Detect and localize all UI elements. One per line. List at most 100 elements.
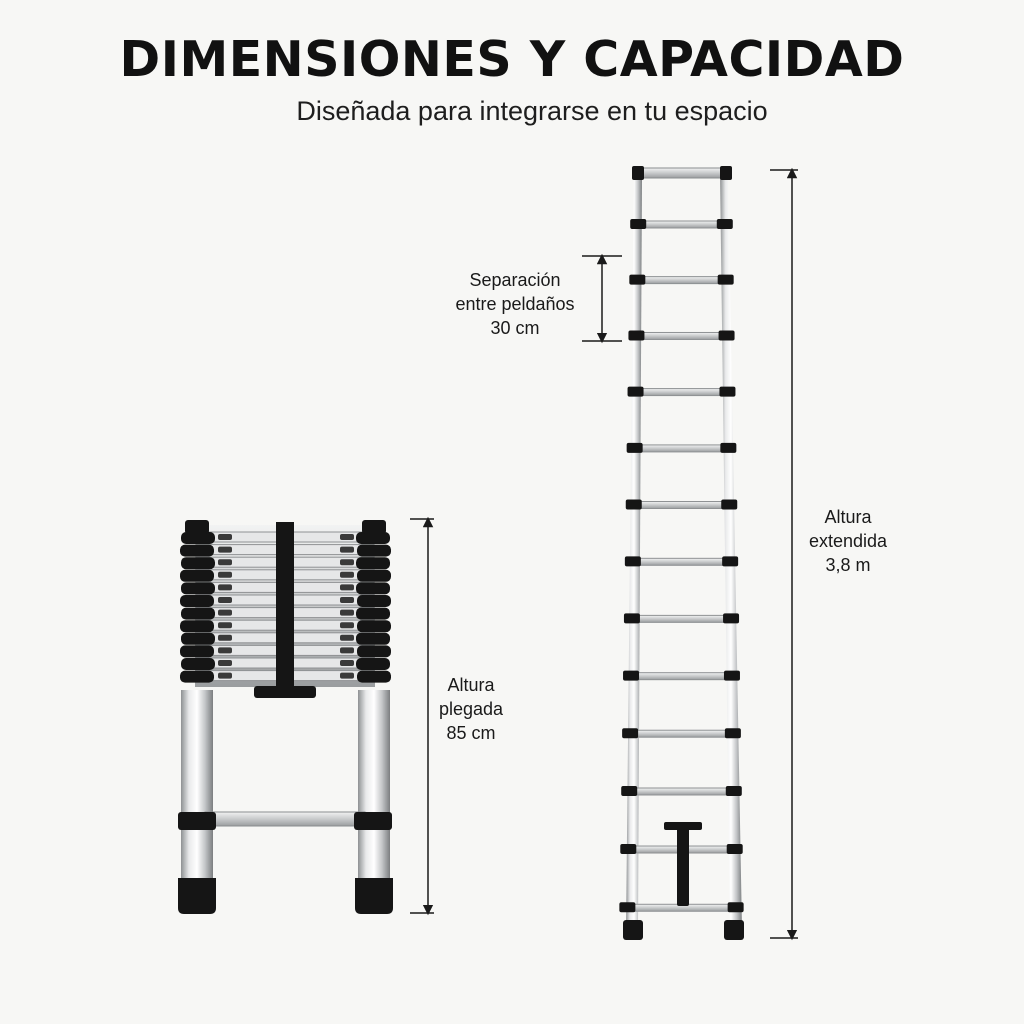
folded-rung-collar-left bbox=[181, 658, 215, 670]
extended-rung-collar-left bbox=[630, 219, 647, 229]
extended-rung-collar-right bbox=[721, 499, 738, 510]
extended-ladder-top-cap-right bbox=[720, 166, 732, 180]
extended-rung bbox=[639, 276, 723, 285]
page-subtitle: Diseñada para integrarse en tu espacio bbox=[296, 96, 768, 126]
folded-rung-collar-right bbox=[357, 544, 391, 557]
folded-height-label-line1: Altura bbox=[447, 675, 495, 695]
folded-height-label-line2: plegada bbox=[438, 699, 504, 719]
folded-rung-slot-right bbox=[340, 660, 354, 666]
folded-rung-slot-left bbox=[218, 672, 232, 679]
extended-rung bbox=[636, 501, 726, 509]
extended-ladder-left-rail bbox=[626, 174, 642, 930]
extended-ladder-rungs bbox=[619, 219, 744, 913]
extended-rung-collar-left bbox=[624, 556, 641, 567]
folded-rung-slot-left bbox=[218, 634, 232, 641]
extended-rung bbox=[634, 614, 728, 623]
folded-rung-collar-right bbox=[356, 607, 390, 620]
extended-ladder-right-foot bbox=[724, 920, 744, 940]
folded-ladder-handle bbox=[254, 686, 316, 698]
folded-rung-collar-right bbox=[356, 532, 390, 544]
extended-rung bbox=[631, 787, 731, 796]
folded-rung-slot-right bbox=[340, 634, 354, 641]
folded-rung-collar-right bbox=[357, 670, 391, 683]
extended-rung-collar-left bbox=[623, 670, 640, 681]
folded-rung-slot-right bbox=[340, 534, 354, 540]
extended-rung-collar-left bbox=[627, 386, 644, 397]
folded-rung-slot-left bbox=[218, 546, 232, 553]
folded-rung-slot-left bbox=[218, 584, 232, 591]
extended-ladder-strap-top bbox=[664, 822, 702, 830]
rung-spacing-label: Separación entre peldaños 30 cm bbox=[432, 268, 598, 340]
extended-rung-collar-right bbox=[716, 219, 733, 229]
extended-rung-collar-right bbox=[720, 442, 737, 453]
folded-rung-slot-right bbox=[340, 546, 354, 553]
extended-rung-collar-right bbox=[717, 274, 734, 285]
folded-ladder-top-cap-left bbox=[185, 520, 209, 534]
folded-rung-slot-right bbox=[340, 609, 354, 616]
folded-ladder-right-tube bbox=[358, 690, 390, 890]
extended-ladder-right-rail bbox=[720, 174, 742, 930]
folded-rung-collar-left bbox=[180, 670, 214, 683]
extended-rung bbox=[635, 557, 727, 566]
extended-rung bbox=[633, 672, 729, 681]
folded-rung-collar-left bbox=[180, 645, 214, 658]
extended-ladder-top-cap-left bbox=[632, 166, 644, 180]
folded-rung-collar-left bbox=[181, 582, 215, 595]
rung-spacing-value: 30 cm bbox=[490, 318, 540, 338]
extended-ladder bbox=[619, 166, 744, 940]
folded-rung-collar-left bbox=[181, 607, 215, 620]
folded-rung-collar-right bbox=[357, 595, 391, 607]
extended-ladder-strap bbox=[677, 826, 689, 906]
folded-rung-collar-left bbox=[181, 632, 215, 645]
extended-rung-collar-left bbox=[622, 728, 639, 739]
folded-ladder-left-tube bbox=[181, 690, 213, 890]
folded-height-label: Altura plegada 85 cm bbox=[424, 673, 518, 745]
folded-ladder-top-cap-right bbox=[362, 520, 386, 534]
folded-rung-slot-right bbox=[340, 571, 354, 578]
folded-rung-collar-left bbox=[181, 557, 215, 570]
folded-ladder bbox=[178, 520, 393, 914]
folded-rung-collar-left bbox=[180, 595, 214, 607]
extended-rung-collar-right bbox=[718, 330, 735, 341]
extended-rung-collar-right bbox=[725, 786, 742, 796]
folded-rung-slot-left bbox=[218, 571, 232, 578]
folded-rung-slot-right bbox=[340, 622, 354, 629]
folded-height-value: 85 cm bbox=[446, 723, 496, 743]
folded-rung-slot-left bbox=[218, 609, 232, 616]
folded-rung-collar-left bbox=[180, 544, 214, 557]
folded-rung-collar-left bbox=[180, 620, 214, 633]
extended-rung-collar-left bbox=[626, 442, 643, 453]
dimension-folded-height bbox=[410, 516, 434, 916]
folded-rung-slot-right bbox=[340, 647, 354, 654]
extended-rung-collar-left bbox=[619, 902, 636, 913]
rung-spacing-label-line2: entre peldaños bbox=[455, 294, 575, 314]
extended-rung bbox=[638, 331, 724, 340]
folded-rung-slot-right bbox=[340, 559, 354, 566]
folded-rung-collar-right bbox=[356, 557, 390, 570]
rung-spacing-label-line1: Separación bbox=[469, 270, 561, 290]
folded-rung-slot-left bbox=[218, 647, 232, 654]
folded-rung-collar-right bbox=[356, 632, 390, 645]
folded-rung-collar-right bbox=[357, 620, 391, 633]
extended-rung-collar-right bbox=[723, 670, 740, 681]
folded-rung-collar-right bbox=[357, 569, 391, 582]
folded-rung-slot-right bbox=[340, 584, 354, 591]
folded-rung-collar-right bbox=[356, 582, 390, 595]
folded-rung-slot-left bbox=[218, 660, 232, 666]
extended-height-label-line1: Altura bbox=[824, 507, 872, 527]
folded-rung-slot-left bbox=[218, 559, 232, 566]
extended-rung-collar-right bbox=[727, 902, 744, 913]
folded-rung-slot-left bbox=[218, 534, 232, 540]
extended-ladder-top-bar bbox=[639, 167, 727, 179]
extended-rung-collar-right bbox=[724, 728, 741, 739]
extended-rung bbox=[638, 388, 724, 397]
extended-rung-collar-left bbox=[623, 613, 640, 624]
extended-rung-collar-left bbox=[628, 330, 645, 341]
extended-ladder-left-foot bbox=[623, 920, 643, 940]
folded-rung-collar-right bbox=[357, 645, 391, 658]
extended-rung-collar-left bbox=[620, 844, 637, 855]
extended-rung bbox=[632, 729, 730, 738]
extended-rung-collar-right bbox=[726, 844, 743, 855]
folded-rung-collar-left bbox=[181, 532, 215, 544]
